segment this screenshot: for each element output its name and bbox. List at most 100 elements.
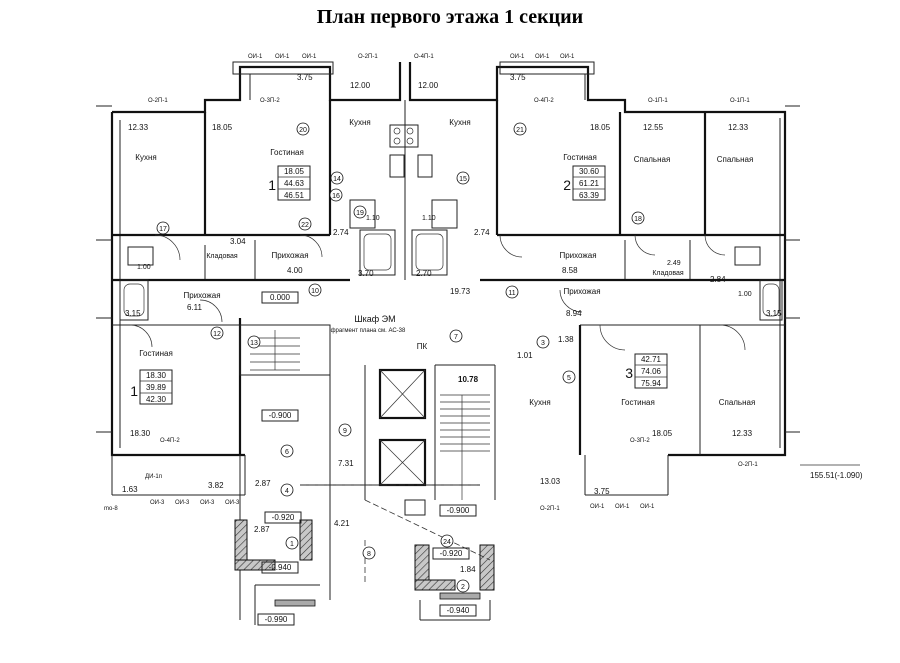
fragment-note: фрагмент плана см. АС-38 (331, 328, 406, 334)
svg-text:О-4П-2: О-4П-2 (534, 98, 554, 104)
svg-text:ОИ-1: ОИ-1 (302, 54, 317, 60)
svg-text:2: 2 (563, 177, 571, 193)
core-block (239, 324, 496, 620)
svg-text:0.000: 0.000 (270, 293, 291, 302)
bathrooms (119, 199, 783, 321)
svg-text:О-4П-1: О-4П-1 (414, 54, 434, 60)
svg-text:О-2П-1: О-2П-1 (738, 462, 758, 468)
svg-text:8: 8 (367, 551, 371, 558)
svg-text:10.78: 10.78 (458, 375, 479, 384)
level-markers: 0.000 -0.900 -0.920 -0.940 -0.990 -0.900… (257, 291, 863, 626)
marker-4: 4 (280, 483, 294, 497)
svg-text:2.87: 2.87 (255, 479, 271, 488)
svg-text:20: 20 (299, 127, 307, 134)
svg-text:18.05: 18.05 (652, 429, 673, 438)
svg-text:ОИ-3: ОИ-3 (150, 500, 165, 506)
svg-text:6: 6 (285, 449, 289, 456)
svg-text:О-2П-1: О-2П-1 (148, 98, 168, 104)
room-kitchen-bm: Кухня (529, 398, 550, 407)
svg-text:4: 4 (285, 488, 289, 495)
room-closet: Шкаф ЭМ (354, 314, 395, 324)
svg-text:44.63: 44.63 (284, 179, 305, 188)
svg-text:18.05: 18.05 (284, 167, 305, 176)
svg-text:155.51(-1.090): 155.51(-1.090) (810, 471, 863, 480)
svg-text:61.21: 61.21 (579, 179, 600, 188)
svg-text:13: 13 (250, 340, 258, 347)
room-hall-rr: Прихожая (563, 287, 600, 296)
svg-text:ОИ-1: ОИ-1 (560, 54, 575, 60)
svg-text:12.33: 12.33 (732, 429, 753, 438)
svg-text:75.94: 75.94 (641, 379, 662, 388)
svg-text:7.31: 7.31 (338, 459, 354, 468)
area-values: 12.33 18.05 12.00 12.00 18.05 12.55 12.3… (122, 73, 782, 574)
svg-text:1.84: 1.84 (460, 565, 476, 574)
marker-13: 13 (247, 335, 261, 349)
apartment-1-top: 18.05 44.63 46.51 1 (268, 165, 311, 201)
svg-text:4.21: 4.21 (334, 519, 350, 528)
svg-text:42.71: 42.71 (641, 355, 662, 364)
room-living-bl: Гостиная (139, 349, 173, 358)
apartment-2: 30.60 61.21 63.39 2 (563, 165, 606, 201)
svg-text:3.04: 3.04 (230, 237, 246, 246)
svg-text:7: 7 (454, 334, 458, 341)
room-living-br: Гостиная (621, 398, 655, 407)
svg-text:ОИ-1: ОИ-1 (275, 54, 290, 60)
svg-text:О-1П-1: О-1П-1 (730, 98, 750, 104)
marker-7: 7 (449, 329, 463, 343)
svg-text:17: 17 (159, 226, 167, 233)
svg-text:39.89: 39.89 (146, 383, 167, 392)
svg-text:13.03: 13.03 (540, 477, 561, 486)
svg-text:2: 2 (461, 584, 465, 591)
svg-text:12.33: 12.33 (728, 123, 749, 132)
svg-text:9: 9 (343, 428, 347, 435)
svg-text:8.94: 8.94 (566, 309, 582, 318)
svg-text:19.73: 19.73 (450, 287, 471, 296)
svg-text:11: 11 (508, 290, 515, 297)
svg-text:ОИ-1: ОИ-1 (615, 504, 630, 510)
room-hall-l: Прихожая (271, 251, 308, 260)
svg-text:-0.990: -0.990 (265, 615, 288, 624)
marker-2: 2 (456, 579, 470, 593)
svg-text:1.10: 1.10 (366, 215, 380, 222)
apartment-boxes: 18.05 44.63 46.51 1 30.60 61.21 63.39 2 … (130, 165, 668, 405)
kitchen-fixtures (389, 124, 433, 178)
svg-text:ОИ-1: ОИ-1 (535, 54, 550, 60)
svg-text:5: 5 (567, 375, 571, 382)
room-pk: ПК (417, 342, 428, 351)
svg-text:2.70: 2.70 (416, 269, 432, 278)
marker-5: 5 (562, 370, 576, 384)
balconies-top (232, 61, 595, 100)
room-hall-r: Прихожая (559, 251, 596, 260)
marker-12: 12 (210, 326, 224, 340)
svg-text:1.63: 1.63 (122, 485, 138, 494)
svg-text:3: 3 (541, 340, 545, 347)
marker-11: 11 (505, 285, 519, 299)
marker-1: 1 (285, 536, 299, 550)
svg-text:12: 12 (213, 331, 221, 338)
entrance-hatched (234, 519, 495, 625)
svg-text:О-3П-2: О-3П-2 (630, 438, 650, 444)
room-kitchen-top-r: Кухня (449, 118, 470, 127)
svg-text:-0.920: -0.920 (272, 513, 295, 522)
marker-8: 8 (362, 546, 376, 560)
svg-text:3.15: 3.15 (125, 309, 141, 318)
svg-text:30.60: 30.60 (579, 167, 600, 176)
room-bed-tr2: Спальная (717, 155, 754, 164)
room-bed-br: Спальная (719, 398, 756, 407)
svg-text:18.05: 18.05 (212, 123, 233, 132)
svg-text:3.75: 3.75 (594, 487, 610, 496)
svg-text:ОИ-1: ОИ-1 (640, 504, 655, 510)
svg-text:2.87: 2.87 (254, 525, 270, 534)
svg-text:1: 1 (130, 383, 138, 399)
marker-16: 16 (329, 188, 343, 202)
svg-text:ОИ-1: ОИ-1 (510, 54, 525, 60)
svg-text:18.05: 18.05 (590, 123, 611, 132)
svg-text:18: 18 (634, 216, 642, 223)
svg-text:фрагмент плана см. АС-38: фрагмент плана см. АС-38 (331, 328, 406, 334)
marker-6: 6 (280, 444, 294, 458)
svg-text:2.84: 2.84 (710, 275, 726, 284)
marker-10: 10 (308, 283, 322, 297)
room-hall-ll: Прихожая (183, 291, 220, 300)
apartment-3: 42.71 74.06 75.94 3 (625, 353, 668, 389)
